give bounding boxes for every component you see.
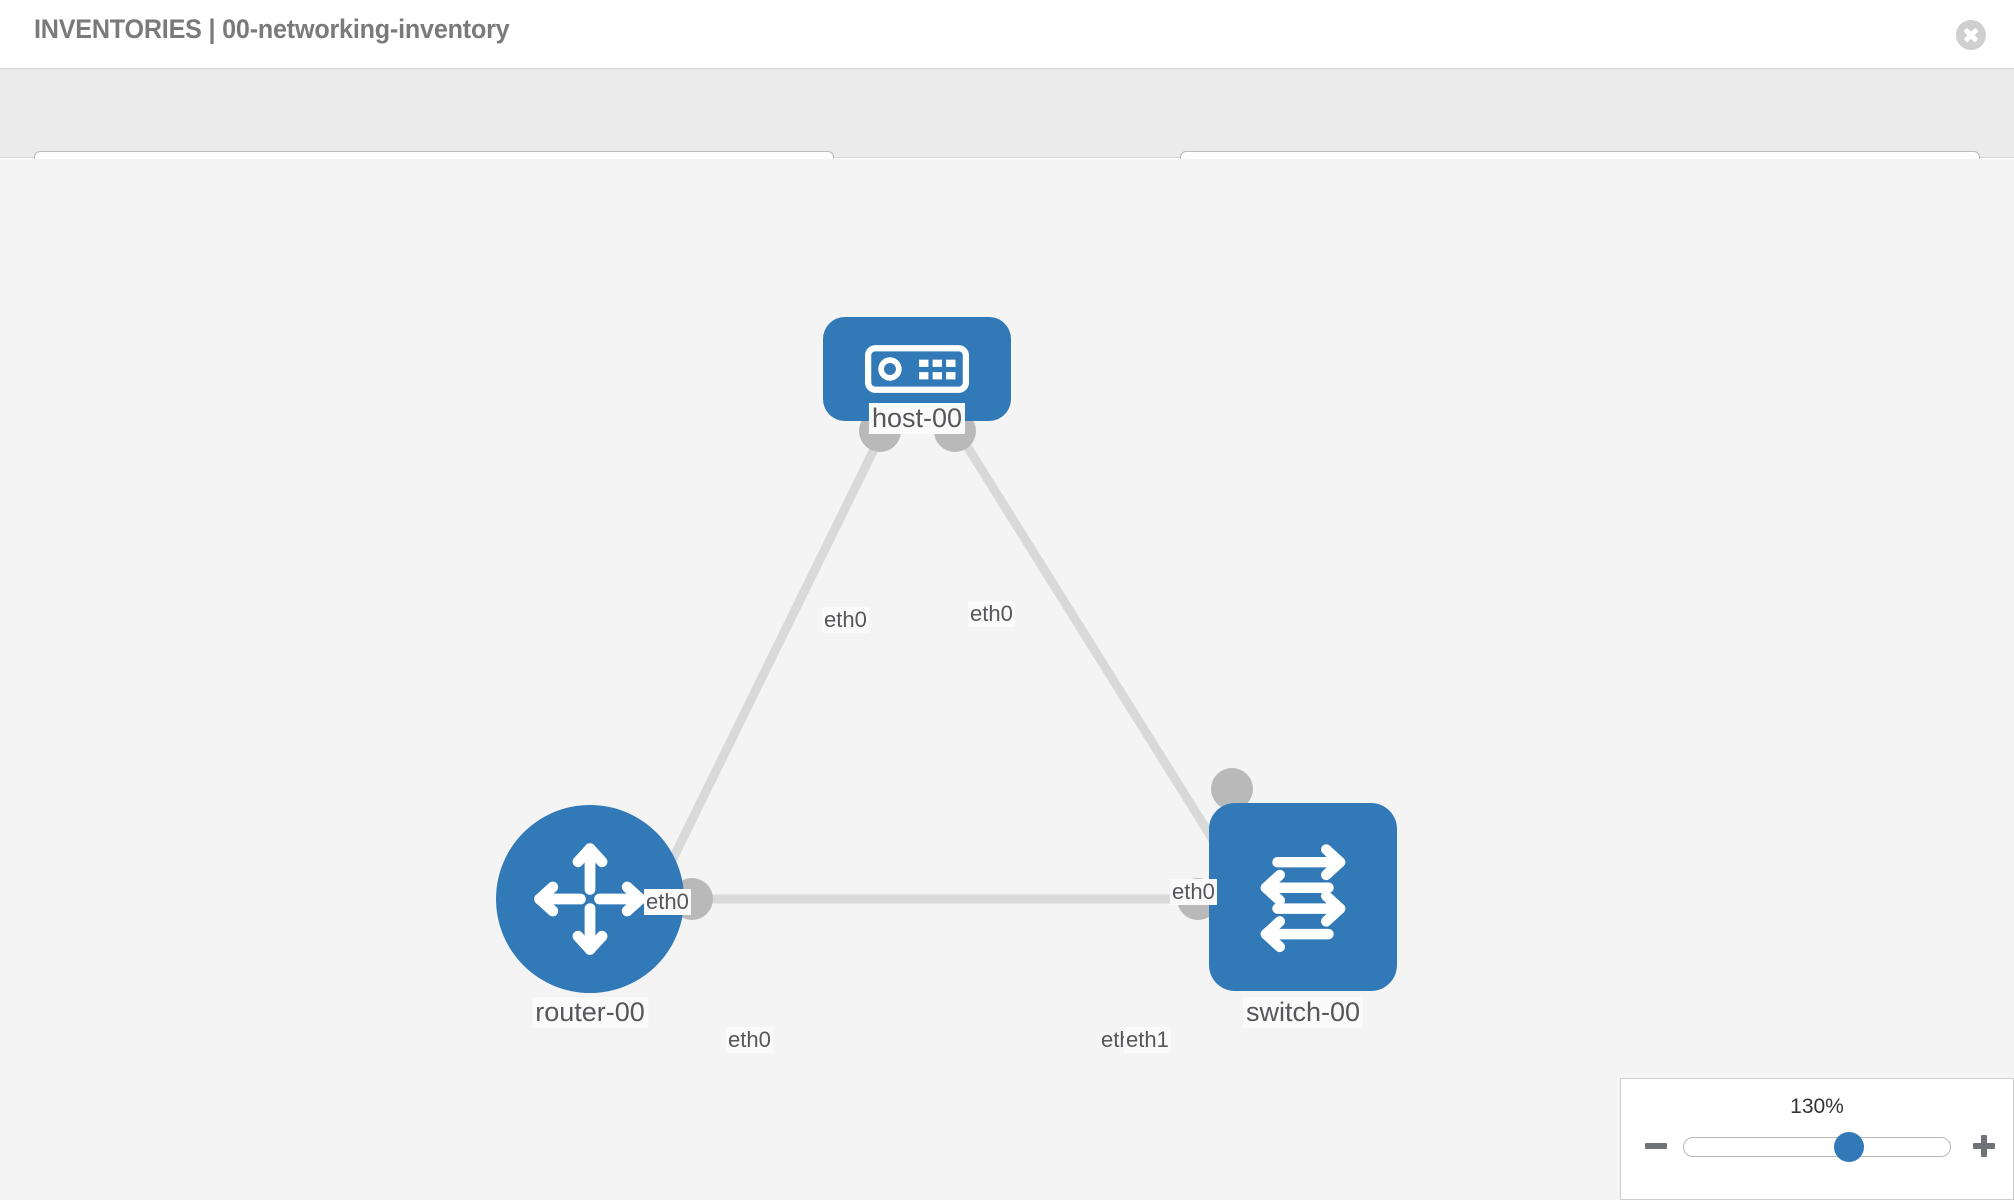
- topology-canvas[interactable]: host-00 router-00: [0, 159, 2014, 1200]
- iface-label-router-upper: eth0: [644, 889, 691, 915]
- zoom-control: 130%: [1620, 1078, 2014, 1200]
- zoom-slider-thumb[interactable]: [1833, 1132, 1864, 1162]
- plus-icon-vertical: [1981, 1135, 1987, 1157]
- page-title: INVENTORIES | 00-networking-inventory: [34, 14, 510, 44]
- link-host-switch[interactable]: [951, 424, 1239, 878]
- toolbar: ACTIONS SEARCH: [0, 68, 2014, 203]
- zoom-out-button[interactable]: [1641, 1131, 1671, 1161]
- iface-label-switch-upper: eth0: [1170, 879, 1217, 905]
- iface-label-switch-left: eth1: [1124, 1027, 1171, 1053]
- iface-label-host-right: eth0: [968, 601, 1015, 627]
- page-header: INVENTORIES | 00-networking-inventory: [0, 0, 2014, 68]
- close-icon[interactable]: [1956, 20, 1986, 50]
- topology-node-switch[interactable]: switch-00: [1209, 803, 1397, 1028]
- handle-switch-top[interactable]: [1211, 768, 1253, 810]
- zoom-percent-label: 130%: [1790, 1095, 1844, 1118]
- zoom-slider[interactable]: [1683, 1132, 1951, 1162]
- link-host-router[interactable]: [655, 425, 890, 887]
- host-node-label: host-00: [868, 403, 966, 434]
- iface-label-router-right: eth0: [726, 1027, 773, 1053]
- topology-node-router[interactable]: router-00: [496, 805, 684, 1028]
- minus-icon: [1645, 1143, 1667, 1149]
- router-node-label: router-00: [532, 997, 648, 1028]
- host-icon-container[interactable]: [823, 317, 1011, 421]
- topology-node-host[interactable]: host-00: [823, 317, 1011, 434]
- zoom-in-button[interactable]: [1969, 1131, 1999, 1161]
- switch-arrows-icon: [1260, 844, 1346, 953]
- topology-links: [655, 410, 1253, 920]
- iface-label-host-left: eth0: [822, 607, 869, 633]
- server-icon: [865, 345, 969, 393]
- switch-icon-container[interactable]: [1209, 803, 1397, 991]
- switch-node-label: switch-00: [1242, 997, 1364, 1028]
- router-arrows-icon: [534, 843, 646, 955]
